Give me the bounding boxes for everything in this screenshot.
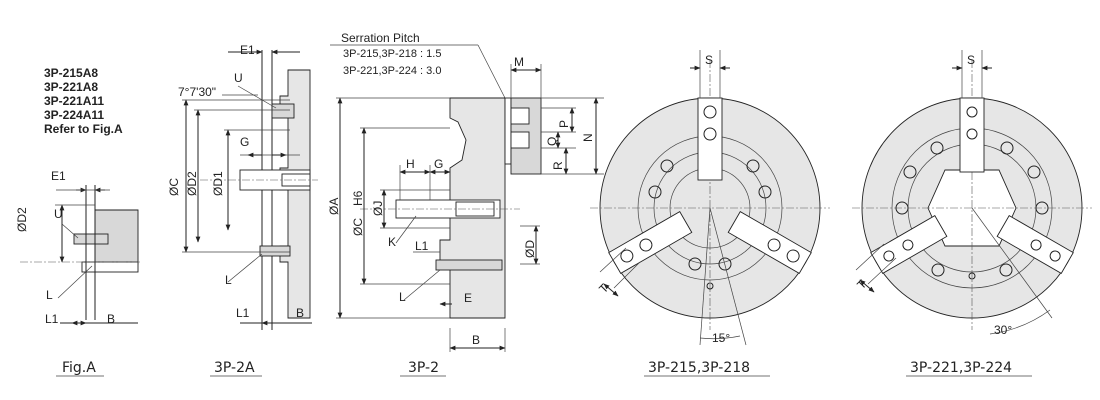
fig-a-caption: Fig.A bbox=[62, 360, 96, 376]
view-3p-2a: E1 U 7°7'30" G ØC ØD2 ØD1 L L1 B 3P-2A bbox=[167, 43, 318, 377]
3p-2-b-label: B bbox=[472, 333, 480, 347]
small-jaw-right bbox=[727, 210, 812, 275]
fig-a-refer-note: Refer to Fig.A bbox=[44, 122, 123, 136]
fig-a-model-2: 3P-221A8 bbox=[44, 80, 98, 94]
small-jaw-top-bolt-2 bbox=[703, 127, 717, 141]
large-jaw-top-bolt-2 bbox=[966, 128, 978, 140]
3p-2a-u-label: U bbox=[234, 71, 243, 85]
3p-2a-caption: 3P-2A bbox=[214, 360, 255, 376]
3p-2-jaw-bolt-1 bbox=[510, 107, 530, 125]
3p-2a-d1-label: ØD1 bbox=[211, 171, 225, 196]
3p-2-c-label: ØC bbox=[351, 218, 365, 236]
fig-a-b-label: B bbox=[107, 312, 115, 326]
3p-2-h6-label: H6 bbox=[351, 190, 365, 206]
small-caption: 3P-215,3P-218 bbox=[648, 360, 750, 376]
3p-2a-d2-label: ØD2 bbox=[185, 171, 199, 196]
3p-2a-b-label: B bbox=[296, 306, 304, 320]
3p-2-q-label: Q bbox=[545, 137, 559, 146]
large-t-label: T bbox=[854, 277, 870, 293]
fig-a-l1-label: L1 bbox=[45, 312, 59, 326]
large-s-label: S bbox=[967, 53, 975, 67]
front-view-large: S T 30° 3P-221,3P-224 bbox=[852, 50, 1092, 377]
fig-a-bolt bbox=[73, 233, 109, 245]
small-angle-label: 15° bbox=[712, 331, 730, 345]
fig-a-u-label: U bbox=[54, 207, 63, 221]
small-jaw-top-bolt-1 bbox=[703, 105, 717, 119]
3p-2-j-label: ØJ bbox=[371, 201, 385, 216]
3p-2a-e1-label: E1 bbox=[240, 43, 255, 57]
front-view-small: S T 15° 3P-215,3P-218 bbox=[590, 50, 830, 377]
fig-a-e1-label: E1 bbox=[51, 169, 66, 183]
serration-line-1: 3P-215,3P-218 : 1.5 bbox=[343, 48, 441, 60]
fig-a-model-3: 3P-221A11 bbox=[44, 94, 104, 108]
fig-a-view: 3P-215A8 3P-221A8 3P-221A11 3P-224A11 Re… bbox=[15, 66, 140, 377]
3p-2a-angle-label: 7°7'30" bbox=[178, 85, 216, 99]
3p-2-g-label: G bbox=[434, 157, 443, 171]
3p-2-l-label: L bbox=[399, 290, 406, 304]
large-jaw-top-bolt-1 bbox=[966, 106, 978, 118]
view-3p-2: Serration Pitch 3P-215,3P-218 : 1.5 3P-2… bbox=[327, 31, 604, 377]
serration-line-2: 3P-221,3P-224 : 3.0 bbox=[343, 65, 441, 77]
large-caption: 3P-221,3P-224 bbox=[910, 360, 1012, 376]
3p-2a-lower-bolt bbox=[259, 245, 291, 257]
3p-2-p-label: P bbox=[557, 120, 571, 128]
fig-a-model-1: 3P-215A8 bbox=[44, 66, 98, 80]
small-jaw-top bbox=[697, 97, 723, 181]
3p-2-jaw-bolt-2 bbox=[510, 131, 530, 149]
3p-2a-top-bolt bbox=[271, 103, 295, 119]
fig-a-jaw bbox=[81, 261, 139, 273]
3p-2a-l-label: L bbox=[225, 273, 232, 287]
3p-2-e-label: E bbox=[464, 291, 472, 305]
large-jaw-top bbox=[959, 97, 985, 173]
3p-2-d-label: ØD bbox=[523, 240, 537, 258]
3p-2a-l1-label: L1 bbox=[236, 306, 250, 320]
large-jaw-left bbox=[870, 214, 948, 275]
3p-2-r-label: R bbox=[551, 161, 565, 170]
3p-2-m-label: M bbox=[514, 55, 524, 69]
serration-title: Serration Pitch bbox=[341, 31, 420, 45]
small-s-label: S bbox=[705, 53, 713, 67]
3p-2-n-label: N bbox=[581, 133, 595, 142]
fig-a-l-label: L bbox=[46, 288, 53, 302]
3p-2-k-label: K bbox=[388, 235, 396, 249]
fig-a-model-4: 3P-224A11 bbox=[44, 108, 104, 122]
large-angle-label: 30° bbox=[994, 323, 1012, 337]
3p-2a-g-label: G bbox=[240, 135, 249, 149]
fig-a-d2-label: ØD2 bbox=[15, 207, 29, 232]
3p-2-h-label: H bbox=[406, 157, 415, 171]
3p-2-caption: 3P-2 bbox=[408, 360, 439, 376]
small-jaw-left bbox=[608, 210, 693, 275]
3p-2-lower-bolt bbox=[435, 259, 503, 271]
3p-2-l1-label: L1 bbox=[415, 239, 429, 253]
large-jaw-right bbox=[996, 214, 1074, 275]
3p-2a-c-label: ØC bbox=[167, 178, 181, 196]
3p-2-top-jaw-plate bbox=[504, 97, 512, 165]
3p-2-a-label: ØA bbox=[327, 198, 341, 215]
